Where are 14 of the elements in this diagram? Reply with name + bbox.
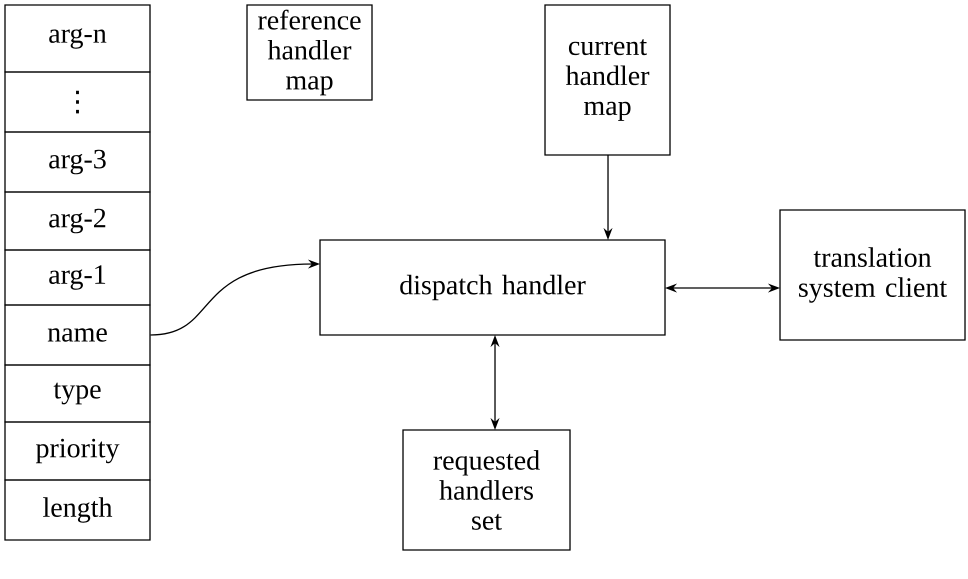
field-cell: type	[4, 364, 151, 423]
process-box: translation system client	[779, 209, 966, 341]
process-box: requested handlers set	[402, 429, 571, 551]
field-cell: length	[4, 479, 151, 541]
field-cell: arg-1	[4, 249, 151, 306]
process-box: reference handler map	[246, 4, 373, 101]
field-cell: priority	[4, 421, 151, 481]
field-cell: arg-3	[4, 131, 151, 193]
process-box: current handler map	[544, 4, 671, 156]
field-cell: arg-n	[4, 4, 151, 73]
process-box: dispatch handler	[319, 239, 666, 336]
field-cell: name	[4, 304, 151, 366]
field-cell: arg-2	[4, 191, 151, 251]
field-cell: ⋮	[4, 71, 151, 133]
